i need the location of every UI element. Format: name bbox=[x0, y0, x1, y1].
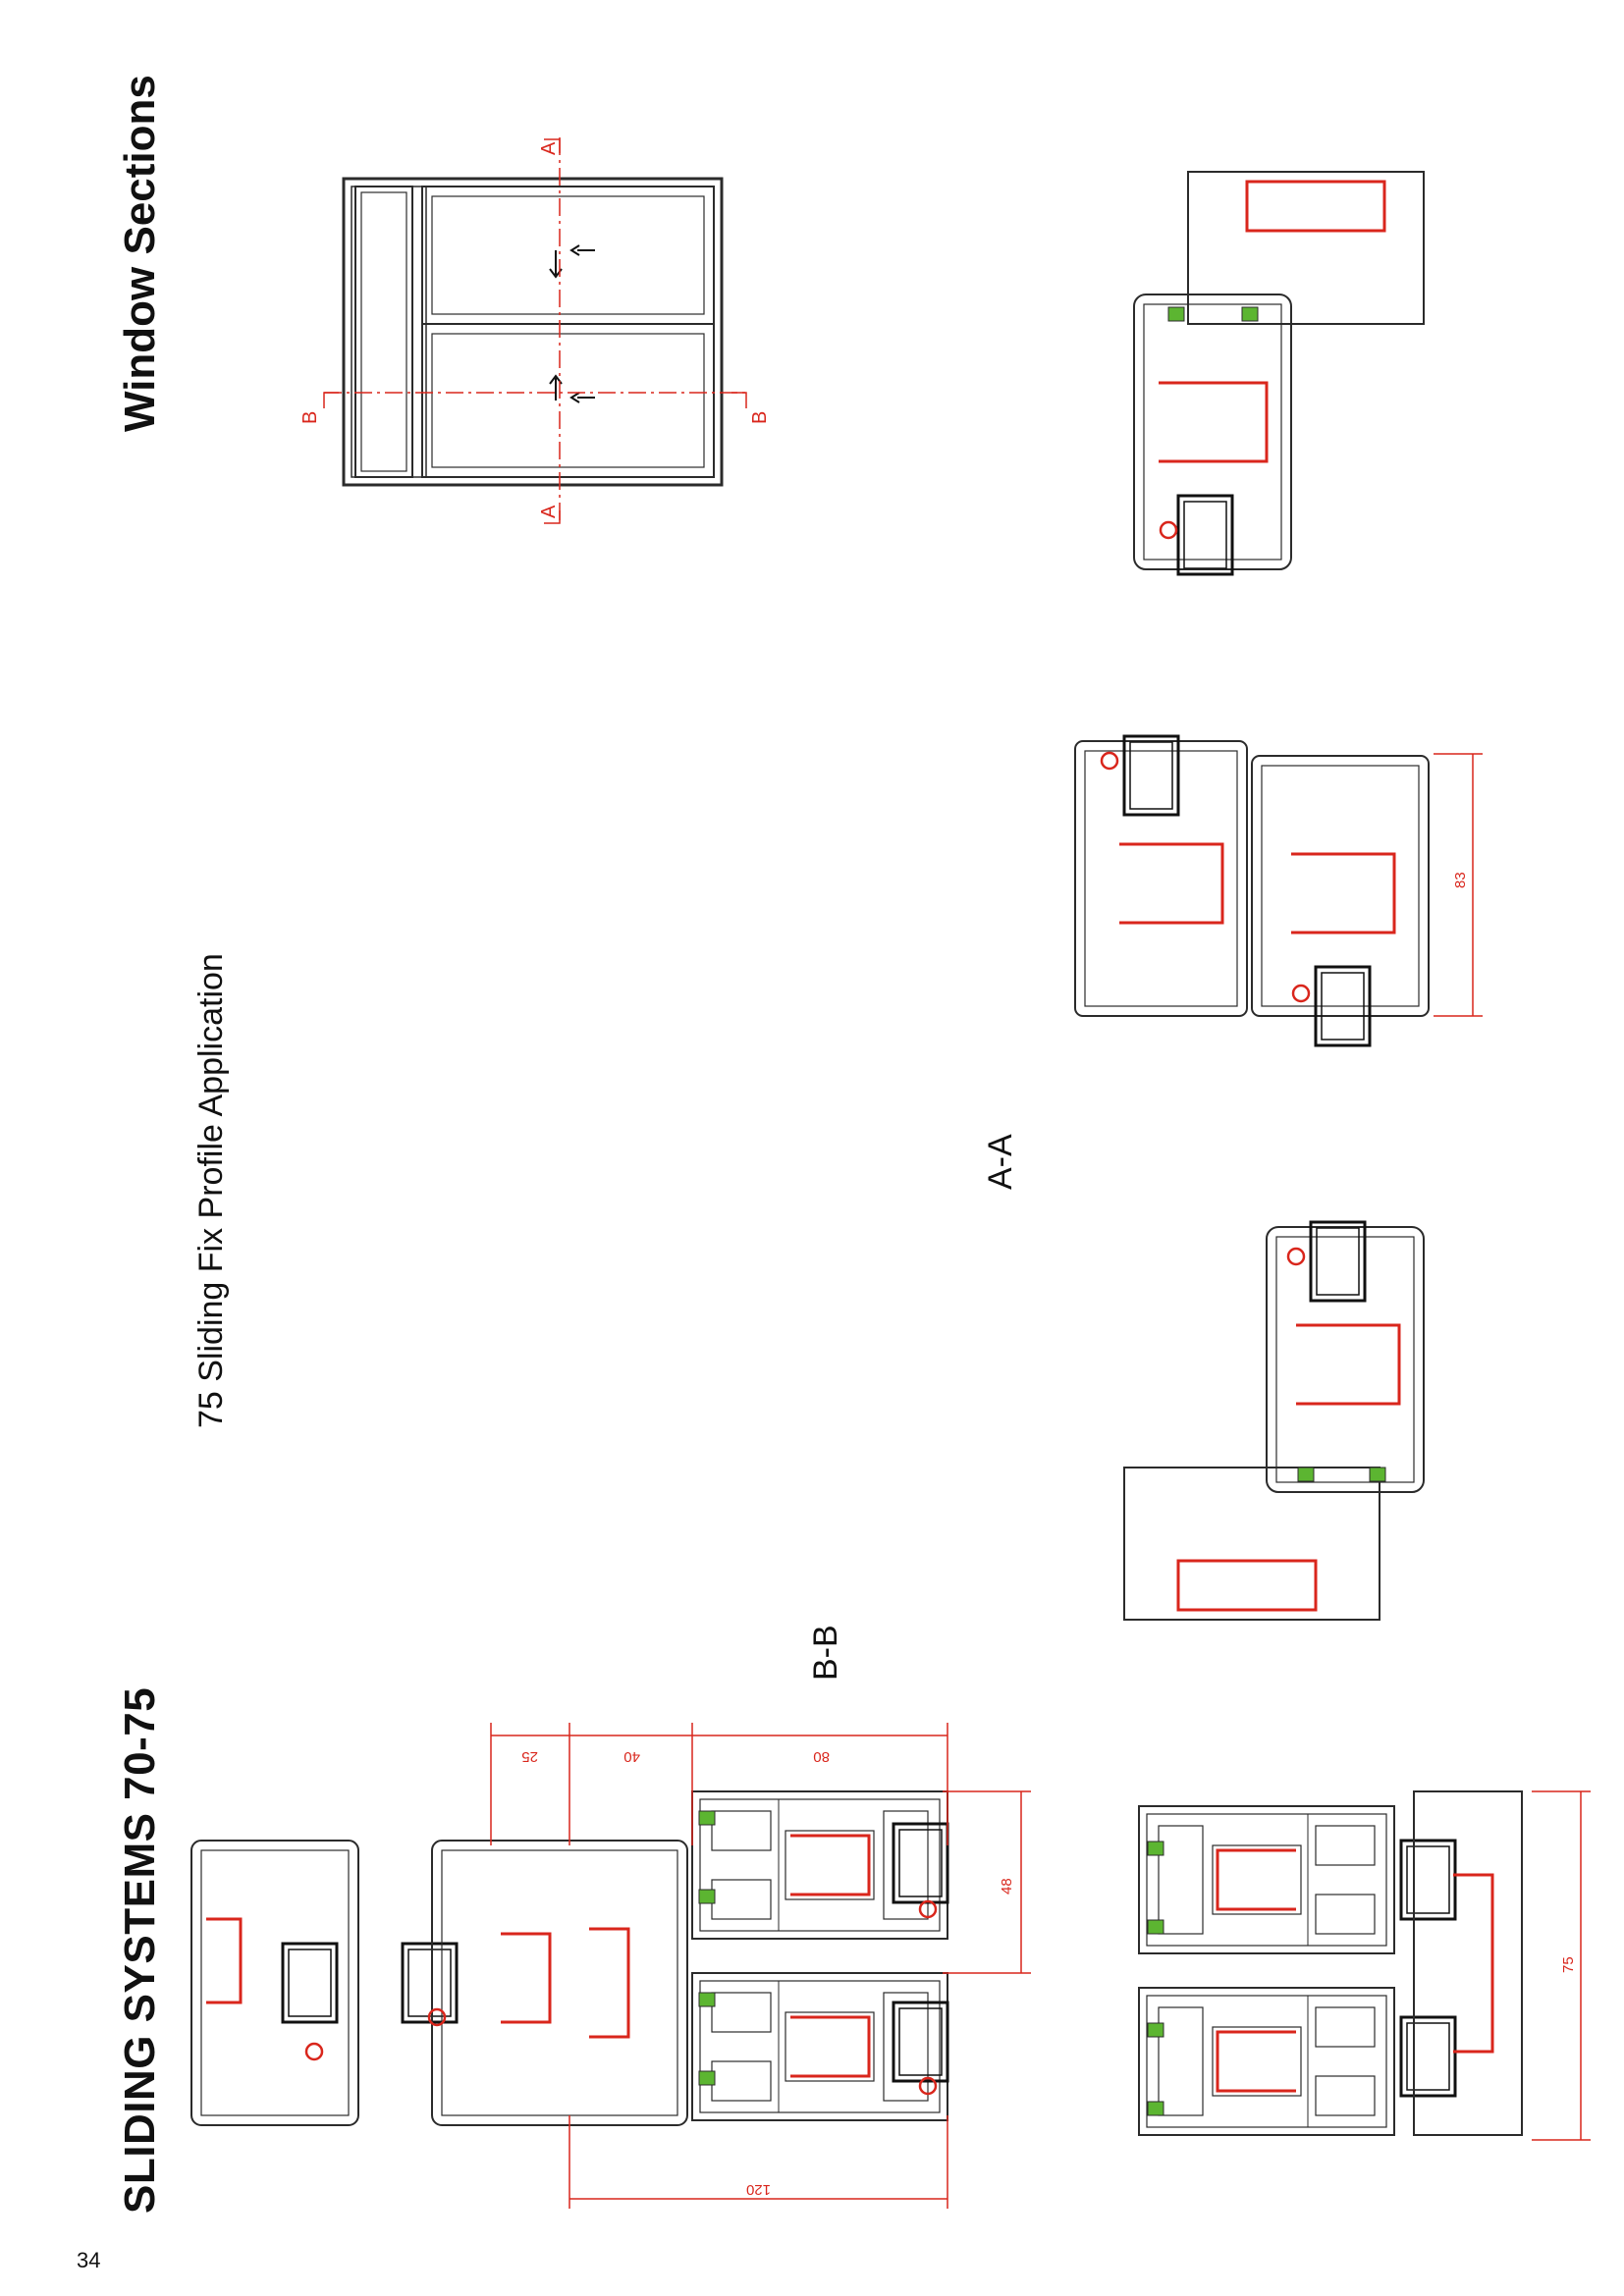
dimension-83: 83 bbox=[1452, 872, 1469, 888]
dimension-48: 48 bbox=[999, 1878, 1015, 1895]
dimension-40: 40 bbox=[623, 1748, 640, 1765]
dimension-80: 80 bbox=[813, 1748, 830, 1765]
section-detail-b-center bbox=[401, 1840, 688, 2126]
section-detail-a-lower bbox=[1123, 1220, 1425, 1621]
cut-label-b-right: B bbox=[749, 411, 771, 424]
page-number: 34 bbox=[77, 2248, 101, 2272]
cut-label-b-left: B bbox=[299, 411, 321, 424]
dimension-25: 25 bbox=[521, 1748, 538, 1765]
window-elevation bbox=[323, 137, 747, 525]
section-detail-b-right bbox=[1137, 1790, 1523, 2137]
cut-label-a-top: A bbox=[538, 141, 560, 155]
dimension-75: 75 bbox=[1560, 1956, 1577, 1973]
dimension-lines-bb bbox=[490, 1723, 1591, 2209]
dimension-120: 120 bbox=[746, 2181, 771, 2198]
section-detail-b-sashes bbox=[690, 1789, 949, 2122]
dimension-line-83 bbox=[1434, 753, 1483, 1017]
section-detail-a-top bbox=[1133, 171, 1425, 576]
section-detail-a-middle bbox=[1074, 734, 1430, 1047]
cut-label-a-bottom: A bbox=[538, 505, 560, 518]
section-cut-lines bbox=[323, 137, 747, 525]
section-detail-b-left bbox=[190, 1840, 359, 2126]
